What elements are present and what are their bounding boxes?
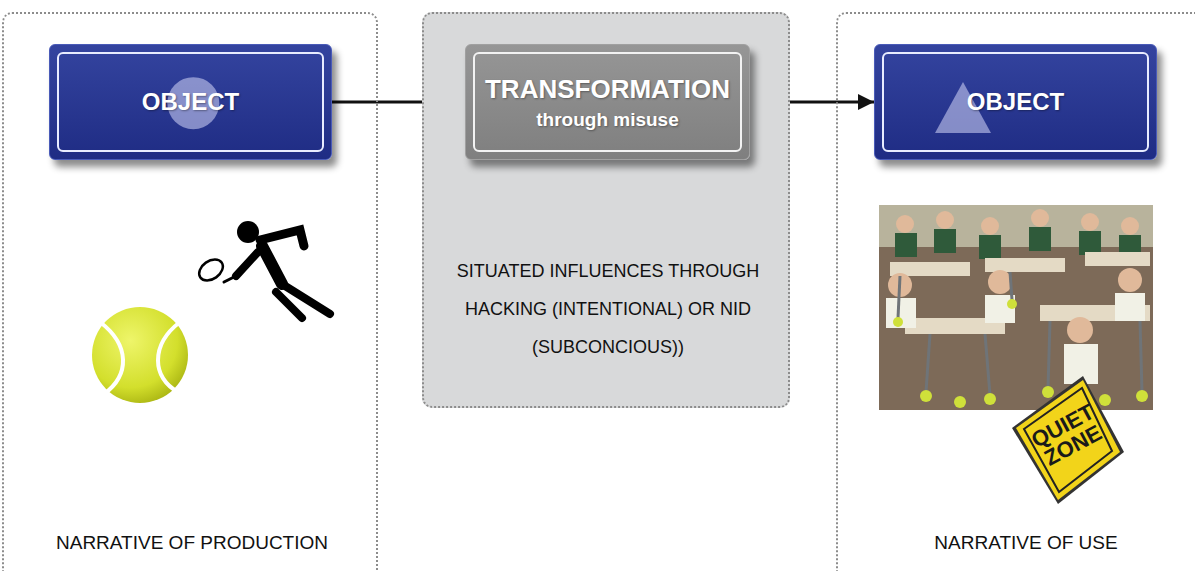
classroom-photo: [879, 205, 1153, 410]
transformation-box: TRANSFORMATIONthrough misuse: [465, 44, 750, 160]
subtitle: through misuse: [536, 107, 679, 133]
narrative-label: NARRATIVE OF USE: [848, 529, 1195, 557]
object-title: OBJECT: [142, 86, 239, 118]
text-holder: TRANSFORMATIONthrough misuse: [466, 45, 749, 159]
text-holder: SITUATED INFLUENCES THROUGH HACKING (INT…: [436, 252, 780, 366]
text-holder: OBJECT: [875, 45, 1156, 159]
object-box: OBJECT: [874, 44, 1157, 160]
narrative-label: NARRATIVE OF PRODUCTION: [14, 529, 370, 557]
production-panel: NARRATIVE OF PRODUCTION OBJECT: [2, 12, 378, 571]
text-holder: NARRATIVE OF USE: [848, 529, 1195, 557]
object-box: OBJECT: [49, 44, 332, 160]
text-holder: OBJECT: [50, 45, 331, 159]
tennis-player-icon: [195, 221, 330, 318]
object-title: OBJECT: [967, 86, 1064, 118]
use-panel: NARRATIVE OF USE OBJECT: [836, 12, 1195, 571]
transformation-panel: SITUATED INFLUENCES THROUGH HACKING (INT…: [422, 12, 790, 408]
text-holder: NARRATIVE OF PRODUCTION: [14, 529, 370, 557]
tennis-ball: [92, 307, 188, 403]
quiet-zone-sign: [1012, 376, 1124, 504]
influences-text: SITUATED INFLUENCES THROUGH HACKING (INT…: [436, 252, 780, 366]
transformation-title: TRANSFORMATION: [485, 72, 730, 107]
